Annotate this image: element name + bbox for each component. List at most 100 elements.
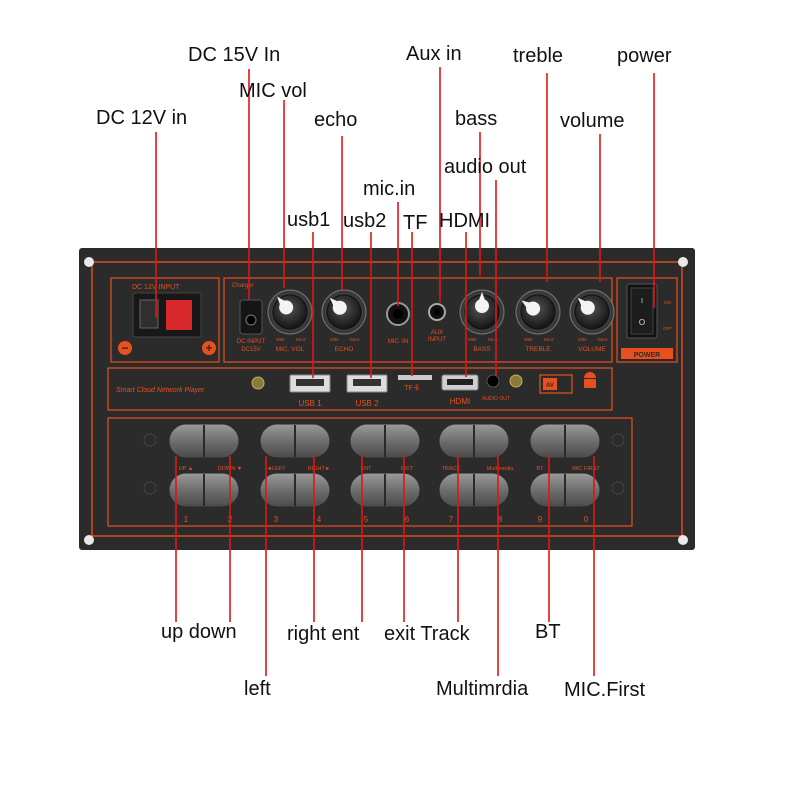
button-label: BT bbox=[536, 466, 544, 472]
screw-icon bbox=[678, 257, 688, 267]
label-micvol: MIC vol bbox=[239, 80, 307, 102]
label-auxin: Aux in bbox=[406, 43, 462, 65]
button-pair-0-2 bbox=[349, 423, 421, 459]
audio-out-jack bbox=[486, 374, 500, 388]
svg-text:AUX: AUX bbox=[431, 330, 443, 336]
button-label: Multimedia bbox=[487, 466, 515, 472]
button-number: 6 bbox=[405, 515, 410, 524]
label-usb2: usb2 bbox=[343, 210, 387, 232]
svg-text:TF卡: TF卡 bbox=[404, 383, 420, 392]
svg-text:OFF: OFF bbox=[663, 326, 672, 331]
label-dc15v: DC 15V In bbox=[188, 44, 281, 66]
media-strip bbox=[107, 367, 613, 411]
svg-text:DC15V: DC15V bbox=[241, 347, 260, 353]
leader-lines bbox=[155, 67, 655, 676]
button-pair-0-0 bbox=[168, 423, 240, 459]
min-label: MIN bbox=[468, 337, 476, 342]
svg-text:POWER: POWER bbox=[634, 352, 660, 359]
label-echo: echo bbox=[314, 109, 358, 131]
label-micfirst: MIC.First bbox=[564, 679, 646, 701]
label-rightent: right ent bbox=[287, 623, 360, 645]
max-label: MAX bbox=[296, 337, 306, 342]
label-treble: treble bbox=[513, 45, 564, 67]
svg-text:AUDIO OUT: AUDIO OUT bbox=[482, 396, 510, 402]
label-micin: mic.in bbox=[363, 178, 416, 200]
ir-sensor bbox=[251, 376, 265, 390]
button-label: EXIT bbox=[401, 466, 414, 472]
power-section bbox=[616, 277, 678, 363]
knob-label: TREBLE bbox=[525, 346, 551, 353]
label-audioout: audio out bbox=[444, 156, 527, 178]
screw-icon bbox=[678, 535, 688, 545]
button-pair-1-1 bbox=[259, 472, 331, 508]
button-number: 0 bbox=[584, 515, 589, 524]
svg-text:INPUT: INPUT bbox=[428, 337, 446, 343]
button-number: 1 bbox=[184, 515, 189, 524]
max-label: MAX bbox=[544, 337, 554, 342]
label-hdmi: HDMI bbox=[439, 210, 491, 232]
button-number: 4 bbox=[317, 515, 322, 524]
button-pair-0-1 bbox=[259, 423, 331, 459]
svg-text:AV: AV bbox=[546, 383, 554, 389]
button-number: 8 bbox=[498, 515, 503, 524]
button-pair-1-4 bbox=[529, 472, 601, 508]
svg-text:DC INPUT: DC INPUT bbox=[237, 339, 266, 345]
tf-card-slot bbox=[398, 375, 432, 380]
svg-text:HDMI: HDMI bbox=[450, 397, 470, 406]
dc12v-section bbox=[110, 277, 220, 363]
svg-text:I: I bbox=[641, 298, 643, 305]
knob-label: MIC. VOL bbox=[276, 346, 305, 353]
button-label: MIC FIRST bbox=[572, 466, 600, 472]
minus-icon bbox=[118, 341, 132, 355]
min-label: MIN bbox=[524, 337, 532, 342]
svg-text:Charger: Charger bbox=[232, 283, 254, 289]
label-power: power bbox=[617, 45, 672, 67]
button-pair-1-2 bbox=[349, 472, 421, 508]
label-updown: up down bbox=[161, 621, 237, 643]
button-number: 3 bbox=[274, 515, 279, 524]
screw-icon bbox=[84, 535, 94, 545]
svg-text:USB 2: USB 2 bbox=[355, 399, 379, 408]
power-plate bbox=[621, 348, 673, 359]
button-pair-1-0 bbox=[168, 472, 240, 508]
label-bass: bass bbox=[455, 108, 498, 130]
treble-knob: MIN MAX TREBLE bbox=[515, 289, 561, 353]
label-dc12v: DC 12V in bbox=[96, 107, 188, 129]
screw-icon bbox=[84, 257, 94, 267]
button-number: 7 bbox=[449, 515, 454, 524]
button-label: TRACK bbox=[442, 466, 461, 472]
plus-icon bbox=[202, 341, 216, 355]
android-icon bbox=[584, 372, 596, 388]
label-multimedia: Multimrdia bbox=[436, 678, 529, 700]
button-pair-1-3 bbox=[438, 472, 510, 508]
button-pair-0-4 bbox=[529, 423, 601, 459]
button-label: UP ▲ bbox=[179, 466, 194, 472]
button-number: 5 bbox=[364, 515, 369, 524]
knob-label: BASS bbox=[473, 346, 491, 353]
label-left: left bbox=[244, 678, 271, 700]
label-tf: TF bbox=[403, 212, 428, 234]
button-section bbox=[107, 417, 633, 527]
label-volume: volume bbox=[560, 110, 625, 132]
knob-label: VOLUME bbox=[578, 346, 606, 353]
svg-text:+: + bbox=[205, 341, 212, 355]
av-box bbox=[539, 374, 573, 394]
svg-text:O: O bbox=[639, 318, 645, 327]
av-jack bbox=[509, 374, 523, 388]
terminal-black bbox=[139, 299, 159, 329]
button-label: ENT bbox=[361, 466, 373, 472]
button-label: ◄LEFT bbox=[267, 466, 287, 472]
max-label: MAX bbox=[350, 337, 360, 342]
button-label: RIGHT► bbox=[308, 466, 331, 472]
label-usb1: usb1 bbox=[287, 209, 331, 231]
label-bt: BT bbox=[535, 621, 561, 643]
svg-text:ON: ON bbox=[664, 300, 671, 305]
min-label: MIN bbox=[330, 337, 338, 342]
max-label: MAX bbox=[488, 337, 498, 342]
svg-text:−: − bbox=[121, 341, 128, 355]
